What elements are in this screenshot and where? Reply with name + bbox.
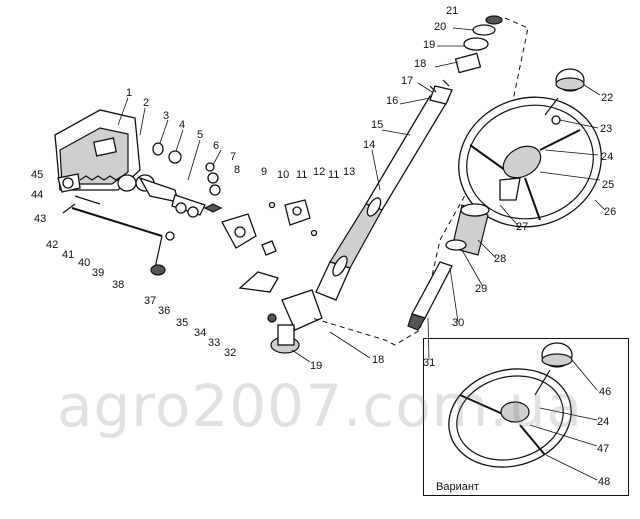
callout-7: 7 <box>230 151 236 163</box>
control-linkage <box>57 173 279 293</box>
callout-18b: 18 <box>372 354 384 366</box>
callout-25: 25 <box>602 179 614 191</box>
callout-16: 16 <box>386 95 398 107</box>
callout-13: 13 <box>343 166 355 178</box>
callout-48: 48 <box>598 476 610 488</box>
callout-4: 4 <box>179 119 185 131</box>
callout-45: 45 <box>31 169 43 181</box>
callout-10: 10 <box>277 169 289 181</box>
callout-20: 20 <box>434 21 446 33</box>
callout-19b: 19 <box>310 360 322 372</box>
callout-22: 22 <box>601 92 613 104</box>
callout-46: 46 <box>599 386 611 398</box>
callout-6: 6 <box>213 140 219 152</box>
callout-5: 5 <box>197 129 203 141</box>
callout-36: 36 <box>158 305 170 317</box>
callout-41: 41 <box>62 249 74 261</box>
callout-14: 14 <box>363 139 375 151</box>
callout-38: 38 <box>112 279 124 291</box>
callout-15: 15 <box>371 119 383 131</box>
callout-11b: 11 <box>328 169 339 181</box>
callout-labels: 1 2 3 4 5 6 7 8 9 10 11 12 11 13 14 15 1… <box>31 5 616 488</box>
callout-33: 33 <box>208 337 220 349</box>
callout-17: 17 <box>401 75 413 87</box>
callout-leaders <box>117 27 606 481</box>
callout-34: 34 <box>194 327 206 339</box>
variant-label: Вариант <box>436 481 479 493</box>
callout-31: 31 <box>423 357 435 369</box>
steering-wheel <box>458 68 602 228</box>
callout-28: 28 <box>494 253 506 265</box>
steering-column <box>267 15 503 354</box>
variant-frame <box>423 338 629 496</box>
callout-43: 43 <box>34 213 46 225</box>
callout-47: 47 <box>597 443 609 455</box>
callout-23: 23 <box>600 123 612 135</box>
callout-11a: 11 <box>296 169 307 181</box>
callout-9: 9 <box>261 166 267 178</box>
callout-1: 1 <box>126 87 132 99</box>
variant-inset-wheel <box>448 342 573 468</box>
callout-12: 12 <box>313 166 325 178</box>
callout-39: 39 <box>92 267 104 279</box>
universal-joint-parts <box>203 199 318 256</box>
callout-2: 2 <box>143 97 149 109</box>
callout-27: 27 <box>516 221 528 233</box>
callout-32: 32 <box>224 347 236 359</box>
callout-37: 37 <box>144 295 156 307</box>
callout-29: 29 <box>475 283 487 295</box>
callout-35: 35 <box>176 317 188 329</box>
callout-42: 42 <box>46 239 58 251</box>
callout-30: 30 <box>452 317 464 329</box>
callout-40: 40 <box>78 257 90 269</box>
callout-21: 21 <box>446 5 458 17</box>
callout-26: 26 <box>604 206 616 218</box>
wheel-column-sleeve <box>407 203 490 331</box>
callout-18a: 18 <box>414 58 426 70</box>
callout-24a: 24 <box>601 151 613 163</box>
callout-44: 44 <box>31 189 43 201</box>
callout-3: 3 <box>163 110 169 122</box>
callout-24b: 24 <box>597 416 609 428</box>
callout-8: 8 <box>234 164 240 176</box>
washers-and-bushings <box>152 142 221 196</box>
callout-19a: 19 <box>423 39 435 51</box>
